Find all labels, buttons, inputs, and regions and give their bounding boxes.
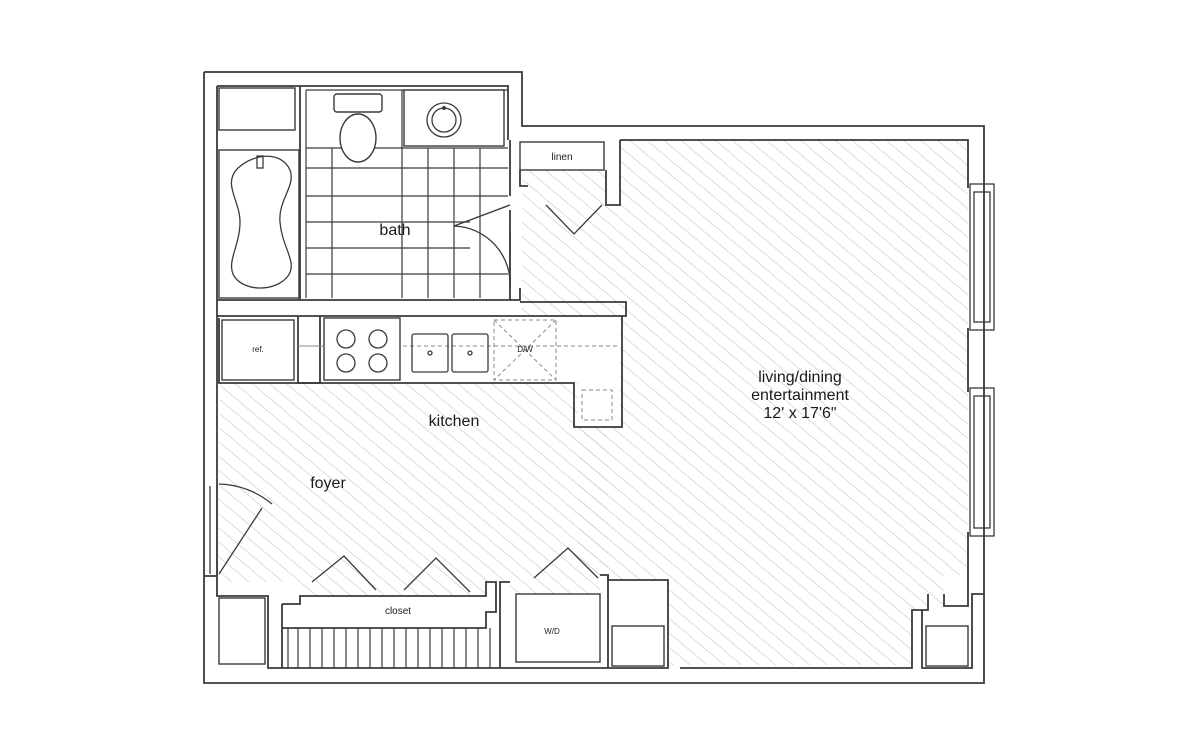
closet-label: closet: [385, 606, 411, 617]
entry-door[interactable]: [209, 482, 273, 576]
storage-box-left: [218, 597, 266, 665]
bath-door[interactable]: [453, 204, 511, 290]
floor-hatch: [218, 140, 968, 665]
linen-label: linen: [551, 152, 572, 163]
exterior-walls: [203, 71, 985, 684]
window-lower: [969, 387, 995, 537]
linen-closet: [519, 140, 621, 235]
toilet: [333, 93, 383, 163]
coat-closet: [282, 555, 497, 668]
bath-tile-grid: [305, 89, 508, 298]
living-dimensions: 12' x 17'6": [763, 405, 836, 422]
window-upper: [969, 183, 995, 331]
kitchen-label: kitchen: [429, 413, 480, 430]
bath-sink: [403, 89, 505, 147]
bathtub: [218, 149, 300, 299]
vanity-cabinet: [218, 87, 296, 131]
bath-label: bath: [379, 222, 410, 239]
living-label-line2: entertainment: [751, 387, 849, 404]
refrigerator-label: ref.: [252, 345, 264, 354]
washer-dryer-closet: [499, 547, 665, 668]
living-label-line1: living/dining: [758, 369, 842, 386]
kitchen-counter: [218, 316, 623, 428]
washer-dryer-label: W/D: [544, 627, 560, 636]
dishwasher-label: D/W: [517, 345, 533, 354]
foyer-label: foyer: [310, 475, 346, 492]
storage-box-right: [925, 625, 969, 667]
